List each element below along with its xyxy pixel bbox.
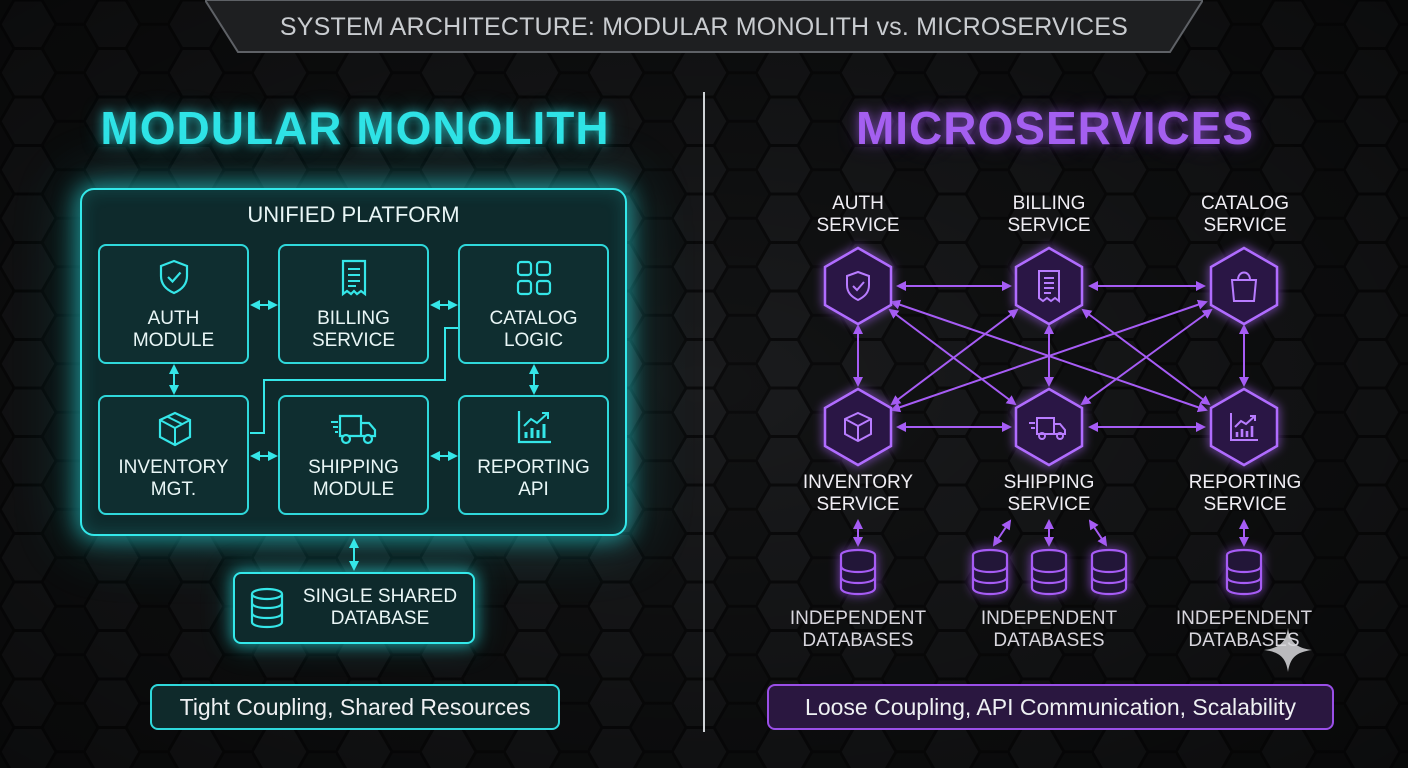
platform-title: UNIFIED PLATFORM <box>247 202 460 227</box>
monolith-summary: Tight Coupling, Shared Resources <box>150 684 560 730</box>
reporting-api-card <box>458 395 609 515</box>
truck-icon <box>331 414 377 445</box>
grid-icon <box>516 260 552 296</box>
receipt-icon <box>341 259 367 297</box>
database-icon <box>250 587 284 629</box>
page-title: SYSTEM ARCHITECTURE: MODULAR MONOLITH vs… <box>279 13 1129 41</box>
title-banner <box>205 0 1203 53</box>
microservices-heading: MICROSERVICES <box>855 102 1255 154</box>
microservices-summary: Loose Coupling, API Communication, Scala… <box>767 684 1334 730</box>
shield-check-icon <box>159 259 189 295</box>
chart-icon <box>517 411 551 444</box>
auth-module-card <box>98 244 249 364</box>
monolith-heading: MODULAR MONOLITH <box>100 102 610 154</box>
inventory-mgt-card <box>98 395 249 515</box>
center-divider <box>703 92 705 732</box>
box-icon <box>158 411 192 447</box>
catalog-logic-card <box>458 244 609 364</box>
